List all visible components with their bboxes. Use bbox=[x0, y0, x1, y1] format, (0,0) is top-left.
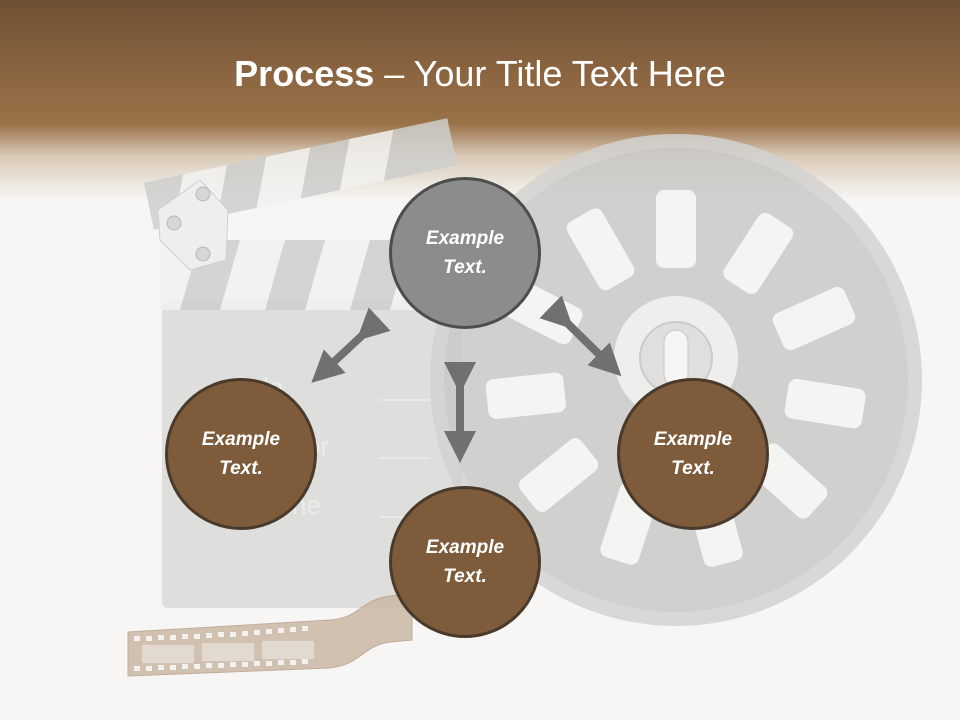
clapboard-hinge bbox=[157, 179, 229, 271]
process-node-bottom[interactable]: Example Text. bbox=[389, 486, 541, 638]
slide-title: Process – Your Title Text Here bbox=[0, 52, 960, 96]
title-rest: – Your Title Text Here bbox=[374, 53, 726, 94]
process-node-left-text: Example Text. bbox=[201, 429, 281, 479]
process-node-right-text: Example Text. bbox=[653, 429, 733, 479]
process-node-right[interactable]: Example Text. bbox=[617, 378, 769, 530]
arrow-top-left bbox=[311, 307, 391, 383]
process-node-bottom-text: Example Text. bbox=[425, 537, 505, 587]
process-node-left[interactable]: Example Text. bbox=[165, 378, 317, 530]
arrow-top-right bbox=[539, 295, 622, 377]
film-strip bbox=[127, 593, 413, 677]
title-bold: Process bbox=[234, 53, 375, 94]
process-node-top-text: Example Text. bbox=[425, 228, 505, 278]
header-band bbox=[0, 0, 960, 200]
process-node-top[interactable]: Example Text. bbox=[389, 177, 541, 329]
